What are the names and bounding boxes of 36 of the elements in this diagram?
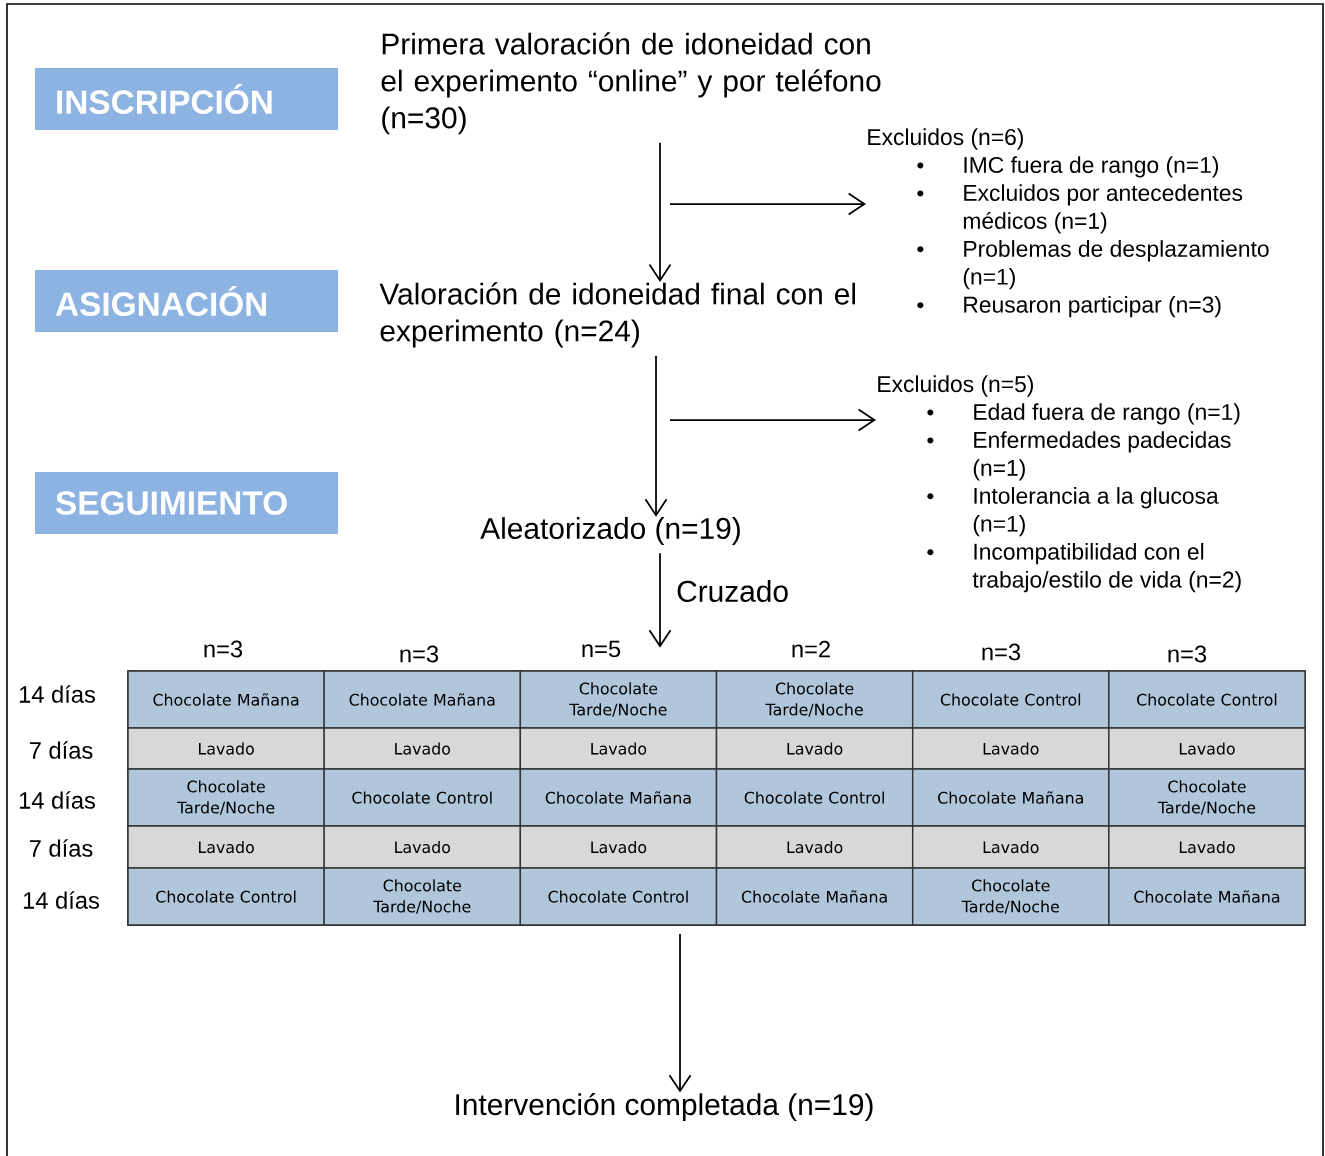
exclusion-list: Excluidos (n=5) Edad fuera de rango (n=1) Enfermedades padecidas (n=1) Intolerancia a la glucosa (n=1) Incompatibilidad con el trabajo/estilo de vida (n=2) [878,375,1241,593]
step-text: Intervención completada (n=19) [456,1092,873,1122]
arrow [668,933,692,1093]
period-label: 7 días [29,741,93,759]
exclusion-list: Excluidos (n=6) IMC fuera de rango (n=1) Excluidos por antecedentes médicos (n=1) Problemas de desplazamiento (n=1) Reusaron participar (n=3) [868,128,1269,318]
group-size: n=3 [982,643,1021,661]
node-label: Excluidos (n=6) [868,128,1023,150]
step-text: Aleatorizado (n=19) [480,517,740,545]
node-label: IMC fuera de rango (n=1) [964,156,1219,178]
node-label: Enfermedades padecidas (n=1) [973,431,1231,481]
stage-band: ASIGNACIÓN [35,270,338,332]
arrow [669,192,866,216]
group-size: n=3 [204,640,243,658]
period-label: 14 días [19,791,95,809]
period-label: 7 días [29,839,93,857]
group-size: n=3 [1168,645,1207,663]
arrow [648,141,672,282]
edge-label: Cruzado [677,580,788,602]
node-label: Edad fuera de rango (n=1) [974,403,1240,425]
arrow [644,354,668,517]
stage-band: INSCRIPCIÓN [35,68,338,130]
node-label: Intolerancia a la glucosa (n=1) [973,487,1219,537]
node-label: Excluidos por antecedentes médicos (n=1) [963,184,1243,234]
group-size: n=2 [792,640,830,658]
period-label: 14 días [19,685,95,703]
arrow [669,408,876,432]
period-label: 14 días [23,891,99,909]
arrow [648,552,672,648]
node-label: Incompatibilidad con el trabajo/estilo de vida (n=2) [972,542,1241,593]
group-size: n=3 [400,645,439,663]
node-label: Problemas de desplazamiento (n=1) [963,240,1269,290]
step-text: Valoración de idoneidad final con el experimento (n=24) [379,282,855,348]
group-size: n=5 [582,640,621,658]
stage-band: SEGUIMIENTO [35,472,338,534]
node-label: Excluidos (n=5) [878,375,1033,397]
node-label: Reusaron participar (n=3) [964,295,1221,318]
